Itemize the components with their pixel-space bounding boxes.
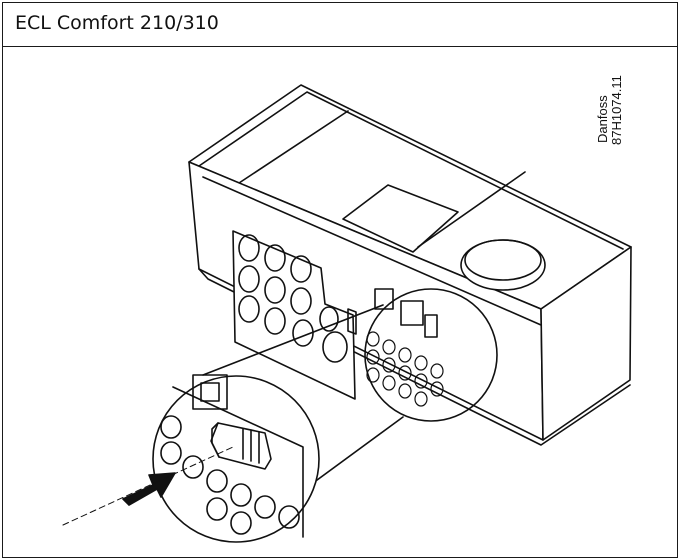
socket-rj [400, 300, 424, 326]
knockout-5 [264, 276, 286, 304]
knockout-10 [319, 306, 339, 332]
magnified-pin-6 [254, 495, 276, 519]
knockout-4 [238, 265, 260, 293]
plug-cable-stub [211, 422, 220, 458]
knob-inner [464, 239, 542, 281]
knockout-6 [290, 287, 312, 315]
housing-top-rim [198, 91, 624, 250]
pin-5 [430, 363, 444, 379]
knockout-1 [238, 234, 260, 262]
figure-title: ECL Comfort 210/310 [15, 12, 219, 34]
pin-11 [366, 367, 380, 383]
latch-clip [347, 308, 357, 335]
arrow-shape [122, 472, 176, 506]
knockout-3 [290, 255, 312, 283]
knockout-2 [264, 244, 286, 272]
pin-2 [382, 339, 396, 355]
insertion-arrow [62, 446, 234, 526]
arrow-guide-dash [62, 446, 234, 526]
top-divider-right [417, 171, 526, 248]
pin-14 [414, 391, 428, 407]
housing-base [198, 268, 631, 446]
magnified-housing-edge [172, 386, 304, 538]
knockout-8 [264, 307, 286, 335]
knockout-7 [238, 295, 260, 323]
terminal-field [232, 230, 356, 400]
housing-right-end [540, 246, 632, 441]
display-window [342, 184, 459, 253]
magnified-pin-4 [206, 469, 228, 493]
callout-line-top [202, 304, 384, 376]
credit-code: 87H1074.11 [609, 75, 624, 145]
rotary-knob [460, 239, 546, 291]
pin-7 [382, 357, 396, 373]
magnified-pin-3 [182, 455, 204, 479]
magnified-pin-8 [206, 497, 228, 521]
pin-3 [398, 347, 412, 363]
terminal-cover [232, 230, 356, 400]
pin-6 [366, 349, 380, 365]
figure-header: ECL Comfort 210/310 [3, 3, 677, 47]
pin-9 [414, 373, 428, 389]
magnified-pin-1 [160, 415, 182, 439]
magnified-detail [152, 374, 320, 543]
socket-usb [424, 314, 438, 338]
plug-body [210, 422, 272, 470]
illustration-area: Danfoss 87H1074.11 [3, 47, 677, 557]
magnified-pin-7 [278, 505, 300, 529]
magnified-pin-2 [160, 441, 182, 465]
credit-brand: Danfoss [595, 95, 610, 143]
pin-8 [398, 365, 412, 381]
magnified-socket [192, 374, 228, 410]
knockout-11 [322, 331, 348, 363]
pin-13 [398, 383, 412, 399]
top-divider-left [232, 110, 349, 188]
magnified-socket-inner [200, 382, 220, 402]
pin-10 [430, 381, 444, 397]
controller-illustration [62, 84, 632, 543]
front-band-line [202, 176, 542, 326]
pin-4 [414, 355, 428, 371]
magnified-pin-9 [230, 511, 252, 535]
magnified-pin-5 [230, 483, 252, 507]
detail-marker-circle [364, 288, 498, 422]
plug-ribs [242, 428, 260, 464]
pin-12 [382, 375, 396, 391]
